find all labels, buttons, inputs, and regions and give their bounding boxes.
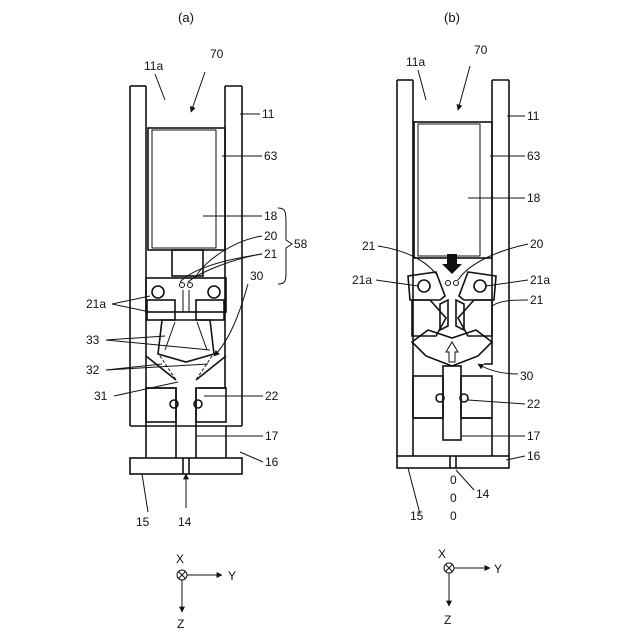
label-11a-b: 11a: [406, 55, 425, 69]
label-17-b: 17: [527, 429, 541, 443]
panel-b-caption: (b): [444, 10, 460, 25]
label-30: 30: [250, 269, 264, 283]
droplet-2: 0: [450, 491, 457, 505]
axis-y-label-b: Y: [494, 562, 502, 576]
droplet-1: 0: [450, 473, 457, 487]
label-20: 20: [264, 229, 278, 243]
label-18-b: 18: [527, 191, 541, 205]
block-18-b: [414, 122, 492, 258]
block-18: [148, 128, 225, 276]
clamp-unit-b: [408, 272, 496, 336]
label-16: 16: [265, 455, 279, 469]
label-58: 58: [294, 237, 308, 251]
axis-x-label: X: [176, 552, 184, 566]
arrow-70-b: [458, 66, 470, 110]
label-70-b: 70: [474, 43, 488, 57]
clamp-unit: [146, 278, 226, 320]
label-20-b: 20: [530, 237, 544, 251]
label-21-left-b: 21: [362, 239, 376, 253]
label-21: 21: [264, 247, 278, 261]
label-30-b: 30: [520, 369, 534, 383]
droplet-3: 0: [450, 509, 457, 523]
label-70: 70: [210, 47, 224, 61]
label-14: 14: [178, 515, 192, 529]
label-17: 17: [265, 429, 279, 443]
axes-b: X Y Z: [438, 547, 502, 627]
push-arrow: [442, 254, 462, 274]
label-33: 33: [86, 333, 100, 347]
label-22: 22: [265, 389, 279, 403]
panel-a: (a): [86, 10, 308, 631]
funnel: [146, 320, 226, 380]
plate-16-b: [397, 456, 509, 468]
label-11a: 11a: [144, 59, 163, 73]
label-16-b: 16: [527, 449, 541, 463]
label-15: 15: [136, 515, 150, 529]
label-18: 18: [264, 209, 278, 223]
leaders-b: [376, 70, 528, 514]
panel-a-caption: (a): [178, 10, 194, 25]
label-15-b: 15: [410, 509, 424, 523]
arrow-70: [191, 72, 205, 112]
label-11: 11: [262, 107, 275, 121]
axis-z-label: Z: [177, 617, 184, 631]
axis-z-label-b: Z: [444, 613, 451, 627]
panel-b: (b): [352, 10, 550, 627]
axes-a: X Y Z: [176, 552, 236, 631]
label-21a-right-b: 21a: [530, 273, 550, 287]
label-31: 31: [94, 389, 108, 403]
body-17-b: [413, 366, 492, 456]
label-22-b: 22: [527, 397, 541, 411]
label-32: 32: [86, 363, 100, 377]
leaders-a: [106, 74, 292, 512]
label-21a-left-b: 21a: [352, 273, 372, 287]
label-11-b: 11: [527, 109, 540, 123]
label-63: 63: [264, 149, 278, 163]
plate-16: [130, 458, 242, 474]
label-14-b: 14: [476, 487, 490, 501]
label-63-b: 63: [527, 149, 541, 163]
arrow-30-b: [478, 364, 518, 374]
label-21a: 21a: [86, 297, 106, 311]
axis-y-label: Y: [228, 569, 236, 583]
axis-x-label-b: X: [438, 547, 446, 561]
label-21-right-b: 21: [530, 293, 544, 307]
